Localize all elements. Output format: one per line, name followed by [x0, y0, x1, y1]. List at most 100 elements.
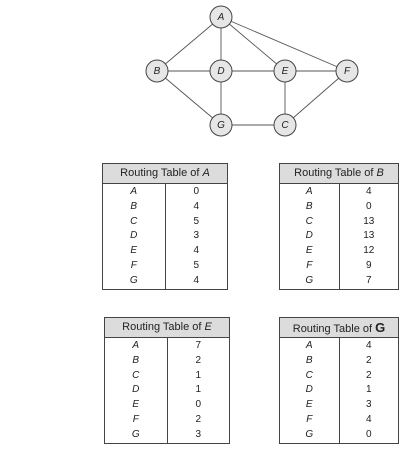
routing-table-b-title-prefix: Routing Table of — [294, 167, 377, 179]
node-circle — [335, 59, 359, 83]
routing-table-a-title-prefix: Routing Table of — [120, 167, 203, 179]
dist-cell: 0 — [365, 200, 372, 212]
dist-cell: 3 — [193, 230, 200, 242]
dest-cell: A — [132, 340, 140, 351]
dist-cell: 5 — [193, 215, 200, 227]
dest-cell: A — [305, 186, 313, 197]
network-graph: A B D E F G C — [145, 5, 359, 137]
routing-table-g-title-prefix: Routing Table of — [292, 323, 376, 335]
routing-table-g: Routing Table of G A B C D E F G 4 2 2 1… — [279, 317, 399, 444]
dest-cell: E — [130, 245, 138, 257]
routing-table-b-dest-column: A B C D E F G — [280, 184, 339, 289]
dest-cell: C — [305, 215, 313, 227]
dest-cell: F — [306, 413, 313, 425]
node-circle — [209, 5, 233, 29]
edge-b-g — [156, 70, 222, 126]
routing-table-g-title: Routing Table of G — [280, 318, 398, 338]
dest-cell: A — [130, 186, 138, 197]
dest-cell: C — [132, 369, 140, 381]
dist-cell: 9 — [365, 259, 372, 271]
dest-cell: F — [306, 259, 313, 271]
dest-cell: E — [305, 399, 313, 411]
routing-table-e: Routing Table of E A B C D E F G 7 2 1 1… — [104, 317, 230, 444]
dest-cell: F — [130, 259, 137, 271]
routing-table-a: Routing Table of A A B C D E F G 0 4 5 3… — [102, 163, 228, 290]
node-label: A — [217, 12, 225, 23]
node-label: D — [217, 66, 224, 77]
routing-table-g-dist-column: 4 2 2 1 3 4 0 — [338, 338, 399, 443]
routing-table-g-title-node: G — [375, 320, 386, 335]
node-b: B — [145, 59, 169, 83]
node-a: A — [209, 5, 233, 29]
edge-c-f — [284, 70, 348, 126]
node-circle — [145, 59, 169, 83]
routing-table-b: Routing Table of B A B C D E F G 4 0 13 … — [279, 163, 399, 290]
dist-cell: 1 — [195, 369, 202, 381]
dest-cell: G — [305, 274, 314, 286]
routing-table-b-title-node: B — [376, 167, 384, 179]
routing-table-e-dist-column: 7 2 1 1 0 2 3 — [166, 338, 230, 443]
dist-cell: 13 — [363, 230, 375, 242]
dest-cell: C — [130, 215, 138, 227]
node-f: F — [335, 59, 359, 83]
dist-cell: 5 — [193, 259, 200, 271]
node-e: E — [273, 59, 297, 83]
routing-table-a-dist-column: 0 4 5 3 4 5 4 — [164, 184, 228, 289]
dest-cell: B — [305, 200, 313, 212]
dist-cell: 13 — [363, 215, 375, 227]
dist-cell: 4 — [193, 274, 200, 286]
dest-cell: D — [305, 384, 313, 396]
graph-edges — [156, 16, 348, 126]
dest-cell: G — [305, 428, 314, 440]
node-label: B — [154, 66, 161, 77]
node-circle — [209, 113, 233, 137]
dist-cell: 4 — [365, 340, 372, 351]
dest-cell: B — [132, 354, 140, 366]
dest-cell: F — [132, 413, 139, 425]
node-label: F — [344, 66, 351, 77]
dist-cell: 12 — [363, 245, 375, 257]
edge-a-b — [156, 16, 222, 72]
dist-cell: 4 — [193, 200, 200, 212]
routing-table-e-title-node: E — [204, 321, 212, 333]
routing-table-e-title: Routing Table of E — [105, 318, 229, 338]
routing-table-a-title: Routing Table of A — [103, 164, 227, 184]
node-g: G — [209, 113, 233, 137]
routing-table-a-dest-column: A B C D E F G — [103, 184, 165, 289]
routing-table-e-dest-column: A B C D E F G — [105, 338, 167, 443]
dest-cell: D — [305, 230, 313, 242]
routing-table-g-dest-column: A B C D E F G — [280, 338, 339, 443]
dist-cell: 4 — [365, 413, 372, 425]
dist-cell: 3 — [365, 399, 372, 411]
dist-cell: 2 — [365, 354, 372, 366]
dist-cell: 3 — [195, 428, 202, 440]
node-c: C — [273, 113, 297, 137]
node-circle — [273, 113, 297, 137]
dist-cell: 2 — [365, 369, 372, 381]
node-label: G — [217, 120, 225, 131]
dist-cell: 2 — [195, 354, 202, 366]
routing-table-b-title: Routing Table of B — [280, 164, 398, 184]
dest-cell: B — [305, 354, 313, 366]
dist-cell: 0 — [193, 186, 200, 197]
node-circle — [273, 59, 297, 83]
graph-nodes: A B D E F G C — [145, 5, 359, 137]
dist-cell: 1 — [195, 384, 202, 396]
dest-cell: D — [132, 384, 140, 396]
dist-cell: 7 — [365, 274, 372, 286]
routing-table-b-dist-column: 4 0 13 13 12 9 7 — [338, 184, 399, 289]
dest-cell: E — [305, 245, 313, 257]
dest-cell: E — [132, 399, 140, 411]
dist-cell: 0 — [365, 428, 372, 440]
dest-cell: A — [305, 340, 313, 351]
node-circle — [209, 59, 233, 83]
dist-cell: 1 — [365, 384, 372, 396]
dist-cell: 2 — [195, 413, 202, 425]
node-label: C — [281, 120, 289, 131]
dist-cell: 4 — [365, 186, 372, 197]
routing-table-e-title-prefix: Routing Table of — [122, 321, 205, 333]
edge-a-f — [220, 16, 348, 72]
dest-cell: C — [305, 369, 313, 381]
dist-cell: 0 — [195, 399, 202, 411]
dest-cell: B — [130, 200, 138, 212]
